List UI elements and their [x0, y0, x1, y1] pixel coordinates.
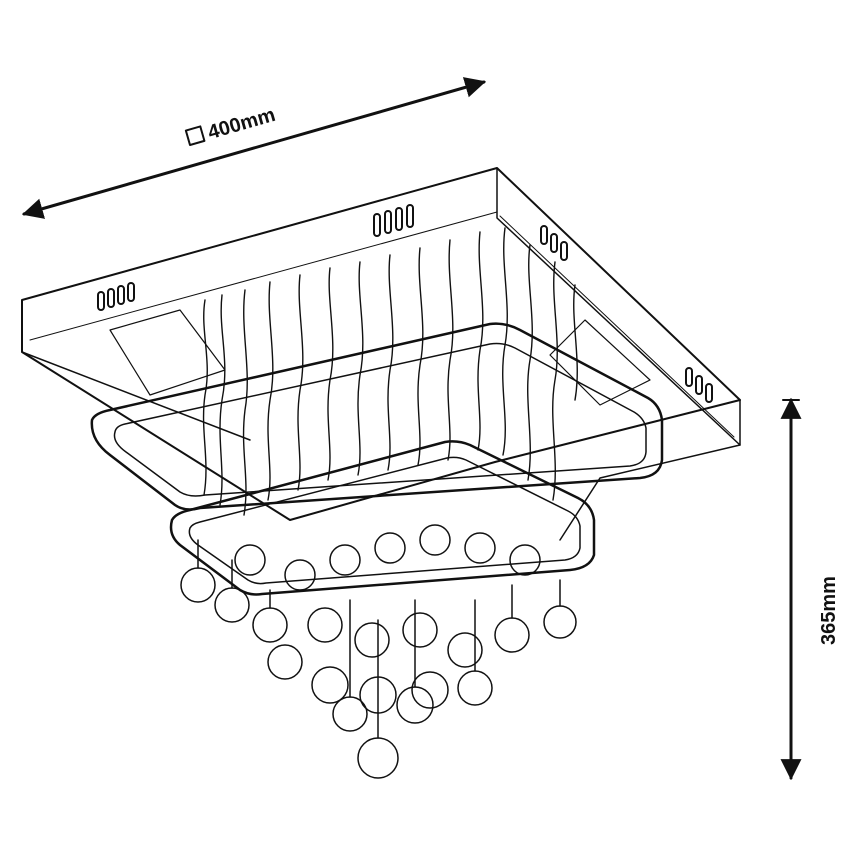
upper-led-ring	[90, 322, 664, 511]
width-label: 400mm	[206, 104, 278, 144]
vent-slots-icon	[97, 204, 713, 403]
lower-led-ring	[169, 440, 596, 596]
width-dimension-arrow	[21, 77, 487, 219]
width-dimension: 400mm	[21, 77, 487, 219]
height-dimension: 365mm	[780, 397, 840, 781]
crystal-strands	[202, 227, 578, 516]
canopy-plate	[21, 167, 741, 541]
height-label: 365mm	[818, 576, 840, 645]
crystal-balls	[180, 524, 577, 779]
square-symbol-icon	[184, 125, 206, 146]
